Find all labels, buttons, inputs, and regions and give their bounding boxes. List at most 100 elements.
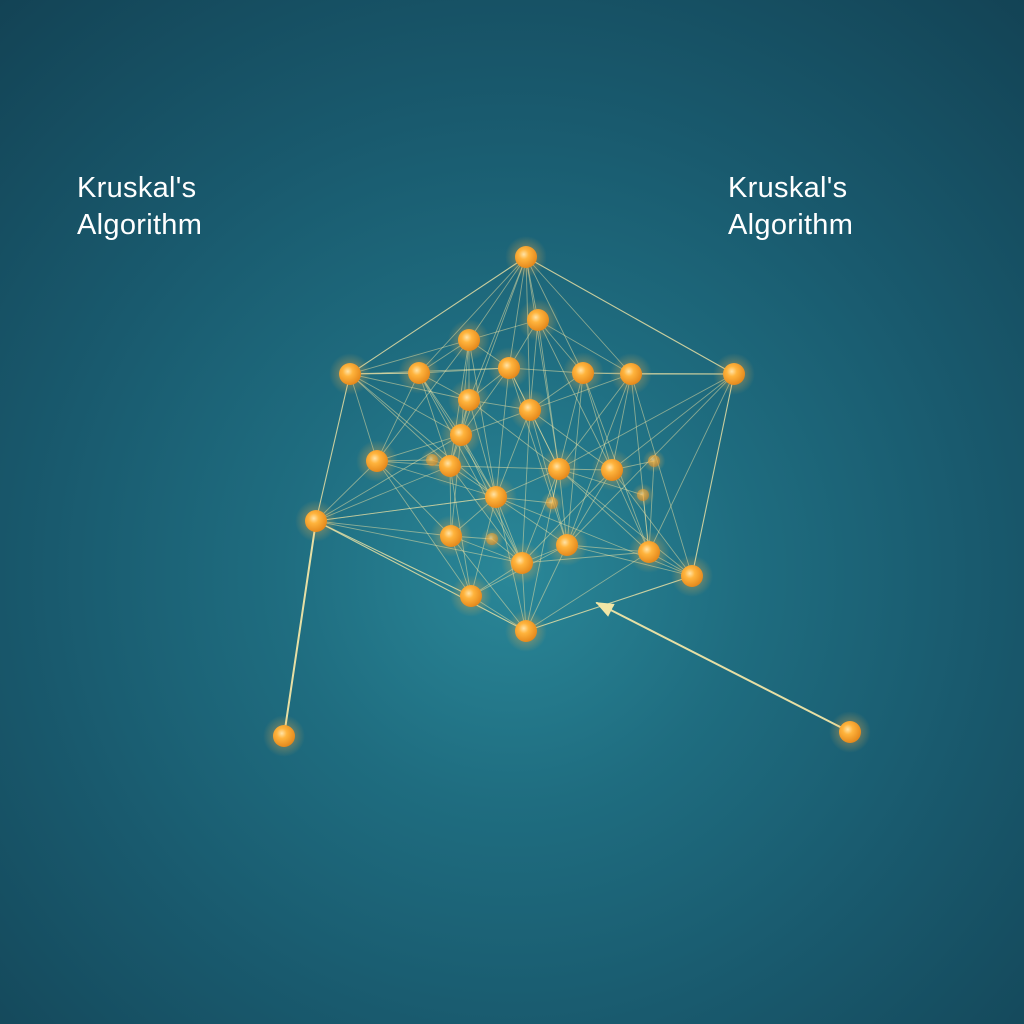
- graph-node: [420, 448, 444, 472]
- graph-node-dot: [339, 363, 361, 385]
- graph-node: [509, 389, 551, 431]
- graph-node: [263, 715, 305, 757]
- graph-node-dot: [527, 309, 549, 331]
- graph-node: [295, 500, 337, 542]
- graph-node-dot: [426, 454, 438, 466]
- graph-node-dot: [515, 246, 537, 268]
- graph-node-dot: [681, 565, 703, 587]
- graph-node-dot: [620, 363, 642, 385]
- graph-node-dot: [498, 357, 520, 379]
- graph-node-dot: [486, 533, 498, 545]
- graph-node: [356, 440, 398, 482]
- graph-edge: [376, 339, 470, 462]
- graph-node: [517, 299, 559, 341]
- graph-edge: [315, 465, 451, 522]
- caption-right: Kruskal's Algorithm: [728, 170, 853, 244]
- graph-node: [540, 491, 564, 515]
- graph-edge: [521, 551, 650, 564]
- nodes-layer: [263, 236, 871, 757]
- graph-edge: [525, 551, 650, 632]
- graph-edge: [691, 373, 735, 577]
- graph-edge: [525, 256, 632, 375]
- graph-node-dot: [515, 620, 537, 642]
- graph-node-dot: [519, 399, 541, 421]
- graph-edge: [558, 373, 735, 470]
- graph-node-dot: [485, 486, 507, 508]
- graph-node: [610, 353, 652, 395]
- graph-node: [448, 319, 490, 361]
- graph-node: [329, 353, 371, 395]
- graph-node-dot: [439, 455, 461, 477]
- graph-edge: [558, 468, 693, 577]
- graph-node: [829, 711, 871, 753]
- graph-node-dot: [450, 424, 472, 446]
- graph-edge: [315, 373, 351, 522]
- graph-node-dot: [408, 362, 430, 384]
- caption-left-line2: Algorithm: [77, 209, 203, 241]
- graph-node-dot: [637, 489, 649, 501]
- graph-node-dot: [460, 585, 482, 607]
- graph-edge: [537, 319, 613, 471]
- graph-node-dot: [839, 721, 861, 743]
- graph-node: [546, 524, 588, 566]
- graph-node-dot: [648, 455, 660, 467]
- caption-right-line2: Algorithm: [728, 209, 854, 241]
- graph-node: [475, 476, 517, 518]
- caption-left-line1: Kruskal's: [77, 172, 197, 204]
- graph-edge: [495, 367, 510, 498]
- graph-edge: [648, 373, 735, 553]
- graph-edge: [611, 373, 735, 471]
- graph-node: [642, 449, 666, 473]
- graph-node: [448, 379, 490, 421]
- graph-node: [488, 347, 530, 389]
- graph-edge: [525, 256, 735, 375]
- graph-edge: [376, 460, 472, 597]
- graph-node: [562, 352, 604, 394]
- graph-edge: [315, 520, 452, 537]
- graph-edge: [349, 256, 527, 375]
- graph-node: [713, 353, 755, 395]
- graph-edge: [315, 520, 472, 597]
- graph-edge: [315, 520, 527, 632]
- graph-node-dot: [556, 534, 578, 556]
- graph-node-dot: [638, 541, 660, 563]
- graph-node: [501, 542, 543, 584]
- graph-node-dot: [546, 497, 558, 509]
- graph-edge: [611, 469, 693, 577]
- graph-edge: [521, 469, 613, 564]
- graph-node: [505, 236, 547, 278]
- arrow-edge: [595, 602, 851, 733]
- graph-node-dot: [458, 389, 480, 411]
- graph-edge: [525, 256, 560, 470]
- graph-node: [628, 531, 670, 573]
- graph-node-dot: [548, 458, 570, 480]
- graph-node: [505, 610, 547, 652]
- graph-node: [671, 555, 713, 597]
- graph-edge: [521, 409, 531, 564]
- graph-node: [398, 352, 440, 394]
- graph-node: [480, 527, 504, 551]
- graph-node: [450, 575, 492, 617]
- graph-edge: [349, 373, 497, 498]
- graph-edge: [315, 496, 497, 522]
- graph-node-dot: [273, 725, 295, 747]
- graph-node-dot: [723, 363, 745, 385]
- edges-layer: [283, 256, 851, 737]
- graph-edge: [525, 575, 693, 632]
- graph-edge: [315, 520, 523, 564]
- caption-left: Kruskal's Algorithm: [77, 170, 202, 244]
- graph-node: [591, 449, 633, 491]
- graph-node-dot: [601, 459, 623, 481]
- graph-node-dot: [366, 450, 388, 472]
- caption-right-line1: Kruskal's: [728, 172, 848, 204]
- graph-node-dot: [511, 552, 533, 574]
- graph-edge: [418, 256, 527, 374]
- graph-node-dot: [440, 525, 462, 547]
- graph-edge: [468, 256, 527, 401]
- graph-edge: [349, 373, 462, 436]
- graph-node: [538, 448, 580, 490]
- graph-node-dot: [572, 362, 594, 384]
- graph-edge: [630, 373, 693, 577]
